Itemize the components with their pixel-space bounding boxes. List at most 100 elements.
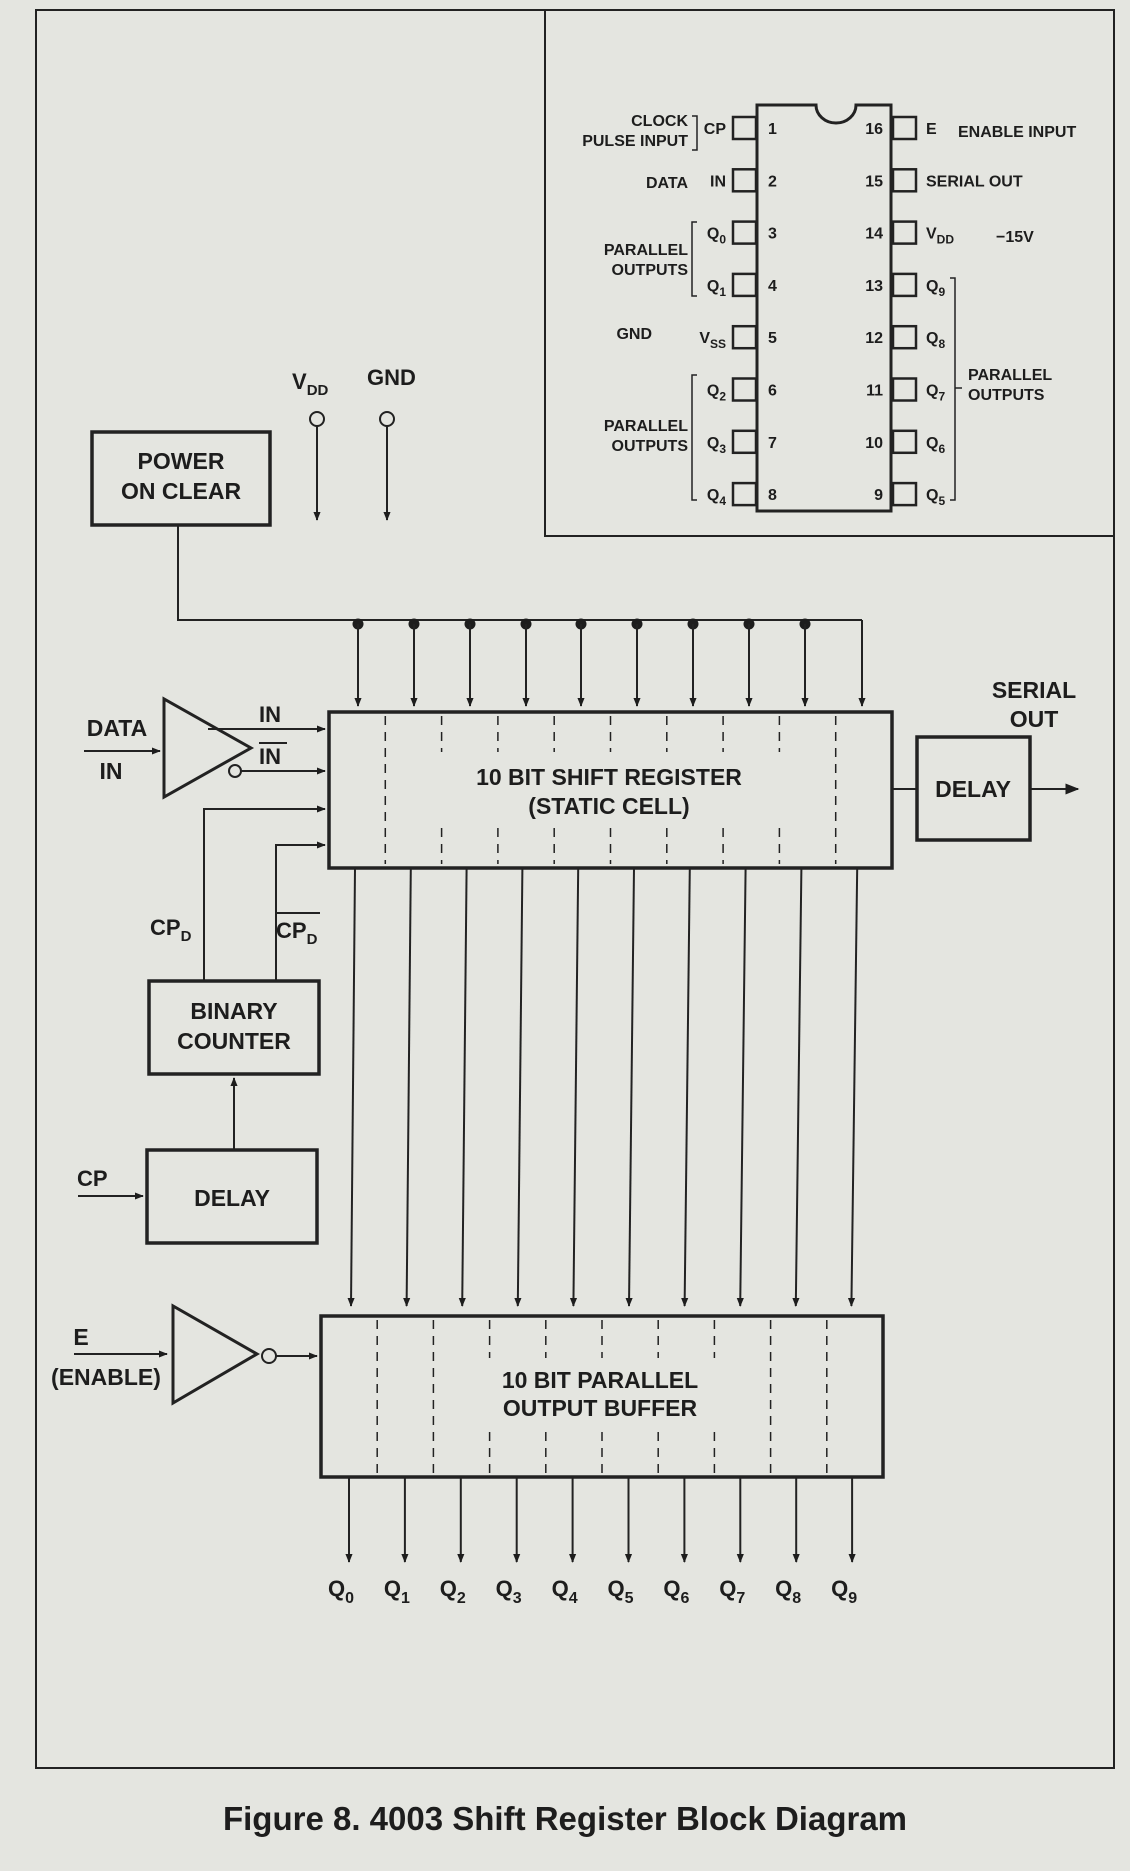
clock-label-1: CLOCK [631, 113, 688, 130]
pin-1: 1 CP [704, 115, 777, 141]
gnd-label: GND [367, 365, 416, 390]
pin-15: 15 SERIAL OUT [865, 168, 1023, 193]
pin-9: 9 Q5 [874, 481, 945, 508]
pin-number: 13 [865, 278, 883, 295]
cp-label: CP [77, 1166, 108, 1191]
pin-10: 10 Q6 [865, 429, 945, 456]
in-bar-label: IN [259, 744, 281, 769]
binary-counter-box [147, 979, 321, 1076]
output-label-q1: Q1 [384, 1576, 410, 1607]
in-label: IN [259, 702, 281, 727]
transfer-line [736, 867, 747, 1307]
pin-symbol: CP [704, 121, 727, 138]
power-on-clear-line1: POWER [138, 448, 225, 474]
pin-symbol: SERIAL OUT [926, 173, 1023, 190]
pin-symbol: Q2 [707, 383, 726, 404]
output-label-q6: Q6 [663, 1576, 689, 1607]
cpd-bar-sub: D [307, 931, 318, 948]
output-label-q3: Q3 [496, 1576, 522, 1607]
svg-text:CPD: CPD [150, 915, 192, 945]
data-pin-label: DATA [646, 175, 689, 192]
transfer-line [403, 867, 412, 1307]
pin-7: 7 Q3 [707, 429, 777, 456]
enable-buffer [171, 1303, 260, 1406]
power-on-clear-line2: ON CLEAR [121, 478, 242, 504]
pin-number: 15 [865, 173, 883, 190]
binary-counter-line2: COUNTER [177, 1028, 291, 1054]
transfer-line [792, 867, 803, 1307]
clear-taps [352, 618, 866, 707]
ic-package [755, 103, 893, 513]
pin-symbol: Q9 [926, 278, 945, 299]
pin-6: 6 Q2 [707, 377, 777, 404]
cpd-sub: D [181, 928, 192, 945]
pin-number: 3 [768, 226, 777, 243]
output-label-q8: Q8 [775, 1576, 801, 1607]
pin-symbol: Q3 [707, 435, 726, 456]
output-label-q0: Q0 [328, 1576, 354, 1607]
output-label-q4: Q4 [552, 1576, 578, 1607]
parallel-outputs-c-1: PARALLEL [968, 367, 1052, 384]
transfer-line [458, 867, 468, 1307]
pin-symbol: Q7 [926, 383, 945, 404]
serial-out-line2: OUT [1010, 706, 1059, 732]
transfer-line [847, 867, 859, 1307]
pin-number: 6 [768, 383, 777, 400]
output-buffer-line1: 10 BIT PARALLEL [502, 1367, 698, 1393]
pin-symbol: Q1 [707, 278, 726, 299]
pin-symbol: Q0 [707, 226, 726, 247]
output-buffer-box [319, 1314, 885, 1479]
pin-8: 8Q4 [707, 481, 777, 508]
pin-symbol: Q5 [926, 487, 945, 508]
vdd-label: V [292, 369, 307, 394]
pin-number: 7 [768, 435, 777, 452]
serial-delay-label: DELAY [935, 776, 1011, 802]
pin-number: 14 [865, 226, 883, 243]
parallel-outputs-b-1: PARALLEL [604, 418, 688, 435]
pin-number: 2 [768, 173, 777, 190]
pin-2: 2 IN [710, 168, 777, 193]
parallel-outputs-c-2: OUTPUTS [968, 387, 1045, 404]
cpd-label: CP [150, 915, 181, 940]
parallel-transfer-lines [347, 867, 859, 1307]
pin-number: 9 [874, 487, 883, 504]
cp-delay-label: DELAY [194, 1185, 270, 1211]
pin-symbol: IN [710, 173, 726, 190]
data-in-buffer [162, 696, 255, 800]
pinout-frame [544, 9, 1115, 537]
pin-13: 13 Q9 [865, 272, 945, 299]
transfer-line [347, 867, 356, 1307]
pin-number: 4 [768, 278, 777, 295]
svg-text:VDD: VDD [292, 369, 329, 399]
pin-number: 11 [866, 383, 883, 400]
output-label-q7: Q7 [719, 1576, 745, 1607]
gnd-pin-label: GND [616, 326, 652, 343]
pin-symbol: E [926, 121, 937, 138]
vdd-sub: DD [307, 382, 329, 399]
shift-register-line1: 10 BIT SHIFT REGISTER [476, 764, 742, 790]
outer-frame [35, 9, 1115, 1769]
transfer-line [514, 867, 524, 1307]
transfer-line [681, 867, 691, 1307]
clear-bus [177, 525, 862, 621]
pin-symbol: Q6 [926, 435, 945, 456]
binary-counter-line1: BINARY [190, 998, 277, 1024]
pin-number: 10 [865, 435, 883, 452]
output-label-q9: Q9 [831, 1576, 857, 1607]
power-on-clear-box [90, 430, 272, 527]
data-in-line1: DATA [87, 715, 147, 741]
pin-symbol: VSS [699, 330, 726, 351]
figure-caption: Figure 8. 4003 Shift Register Block Diag… [223, 1800, 907, 1837]
pin-number: 1 [768, 121, 777, 138]
clock-label-2: PULSE INPUT [582, 133, 688, 150]
serial-out-line1: SERIAL [992, 677, 1076, 703]
parallel-outputs-a-1: PARALLEL [604, 242, 688, 259]
pin-symbol: Q4 [707, 487, 726, 508]
